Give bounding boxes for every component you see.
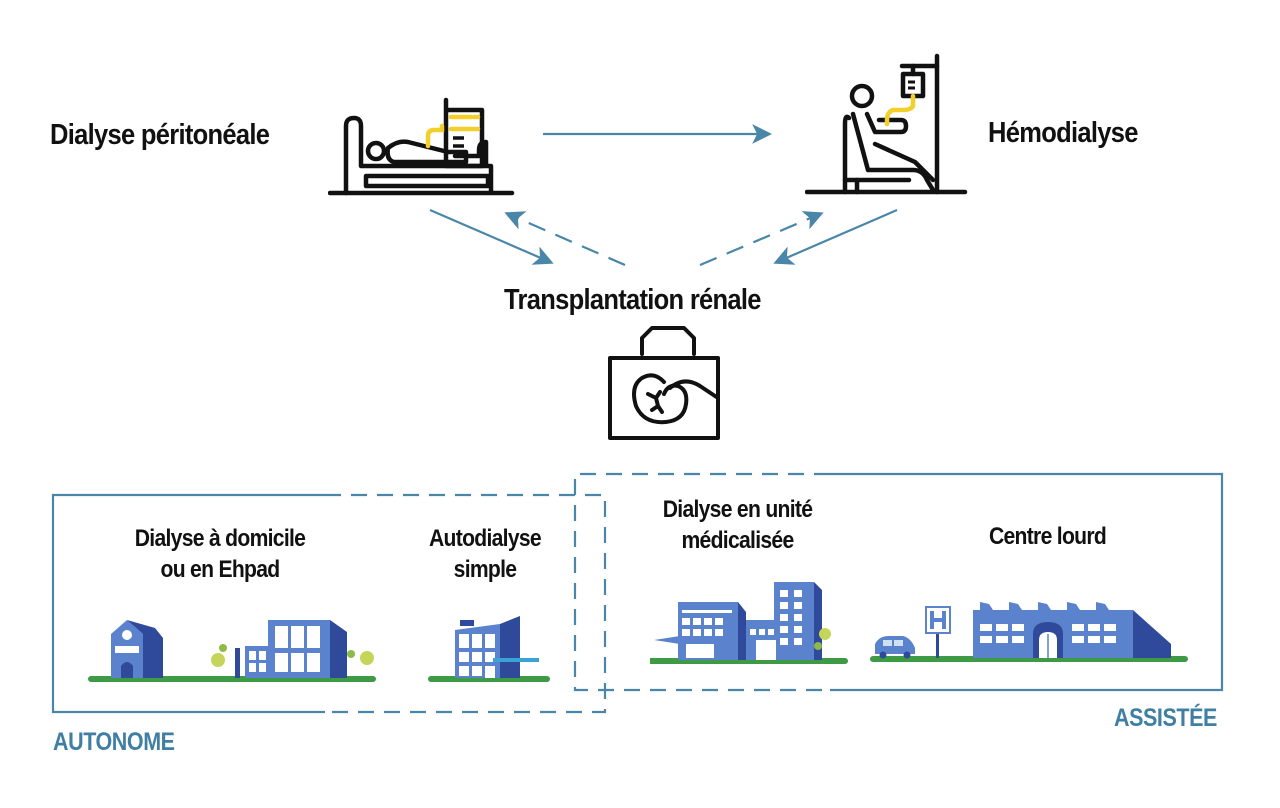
group-label-autonomous: AUTONOME	[53, 728, 175, 756]
patient-in-bed-with-dialysis-machine-icon	[328, 97, 515, 196]
setting-unit-line-1: Dialyse en unité	[662, 496, 813, 523]
setting-unit-line-2: médicalisée	[681, 527, 794, 554]
patient-in-chair-with-iv-drip-icon	[805, 53, 968, 195]
node-label-peritoneal: Dialyse péritonéale	[50, 119, 270, 151]
assisted-group-box	[573, 472, 1224, 692]
arrow-transplant-to-hemodialysis	[699, 211, 824, 267]
setting-label-home: Dialyse à domicile ou en Ehpad	[119, 523, 321, 585]
hospital-center-with-car-icon	[870, 602, 1188, 662]
setting-home-line-1: Dialyse à domicile	[134, 525, 306, 552]
setting-label-self: Autodialyse simple	[419, 523, 551, 585]
arrow-transplant-to-peritoneal	[504, 211, 626, 267]
setting-self-line-2: simple	[453, 556, 517, 583]
small-clinic-building-icon	[428, 616, 550, 682]
setting-label-unit: Dialyse en unité médicalisée	[652, 494, 824, 556]
kidney-in-transport-case-icon	[608, 326, 720, 440]
medical-unit-building-icon	[650, 582, 848, 664]
arrow-peritoneal-to-transplant	[429, 208, 554, 265]
setting-label-center: Centre lourd	[971, 521, 1125, 552]
setting-self-line-1: Autodialyse	[429, 525, 542, 552]
node-label-hemodialysis: Hémodialyse	[988, 117, 1138, 149]
group-label-assisted: ASSISTÉE	[1114, 704, 1217, 732]
setting-center-line-1: Centre lourd	[988, 523, 1107, 550]
house-and-ehpad-buildings-icon	[88, 620, 376, 682]
setting-home-line-2: ou en Ehpad	[160, 556, 281, 583]
arrow-hemodialysis-to-transplant	[773, 208, 898, 265]
node-label-transplant: Transplantation rénale	[504, 284, 762, 316]
autonomous-group-box	[51, 493, 607, 714]
